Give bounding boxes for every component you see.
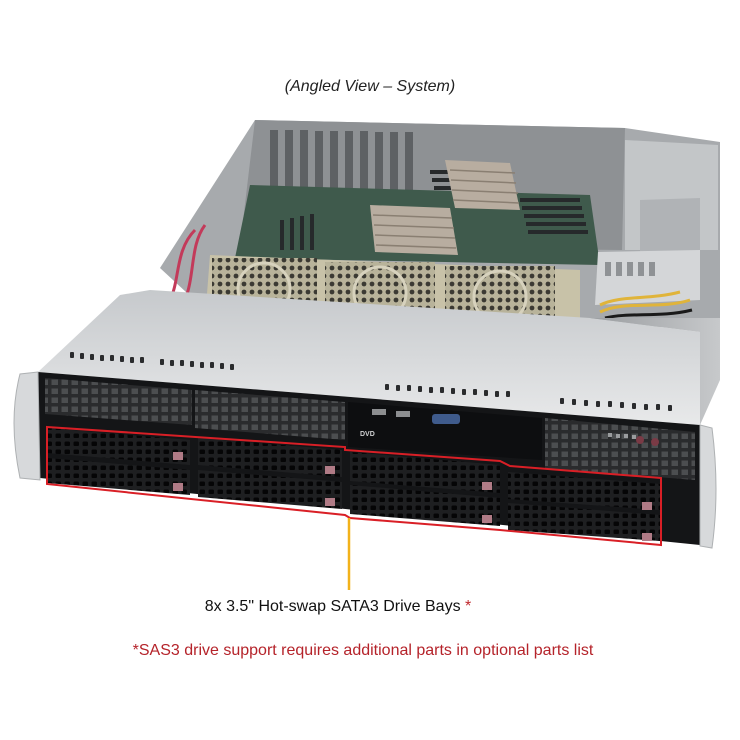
drive-bays-label-text: 8x 3.5" Hot-swap SATA3 Drive Bays bbox=[204, 598, 461, 615]
footnote-marker: * bbox=[465, 598, 472, 615]
drive-bay bbox=[198, 470, 342, 509]
rack-ear-left bbox=[13, 371, 41, 481]
usb-port bbox=[372, 409, 386, 415]
front-cover bbox=[38, 290, 720, 425]
drive-bay bbox=[198, 438, 342, 477]
drive-bay bbox=[47, 428, 190, 465]
front-panel: DVD bbox=[13, 371, 717, 549]
footnote: *SAS3 drive support requires additional … bbox=[132, 642, 594, 659]
power-supply bbox=[595, 140, 718, 320]
drive-bays-label: 8x 3.5" Hot-swap SATA3 Drive Bays * bbox=[0, 598, 676, 616]
power-button bbox=[636, 436, 644, 444]
usb-port bbox=[396, 411, 410, 417]
cpu-heatsink bbox=[445, 160, 520, 210]
view-caption: (Angled View – System) bbox=[284, 78, 456, 95]
rack-ear-right bbox=[699, 424, 717, 549]
drive-bays bbox=[47, 428, 660, 541]
drive-bays-highlight bbox=[46, 425, 662, 547]
media-bay: DVD bbox=[348, 402, 542, 460]
dvd-logo: DVD bbox=[360, 431, 375, 438]
drive-bay bbox=[350, 485, 500, 526]
reset-button bbox=[651, 438, 659, 446]
drive-bay bbox=[350, 452, 500, 493]
drive-bay bbox=[508, 503, 660, 541]
drive-bay bbox=[508, 472, 660, 510]
cpu-heatsink bbox=[370, 205, 458, 255]
drive-bay bbox=[47, 458, 190, 495]
vga-port bbox=[432, 414, 460, 424]
